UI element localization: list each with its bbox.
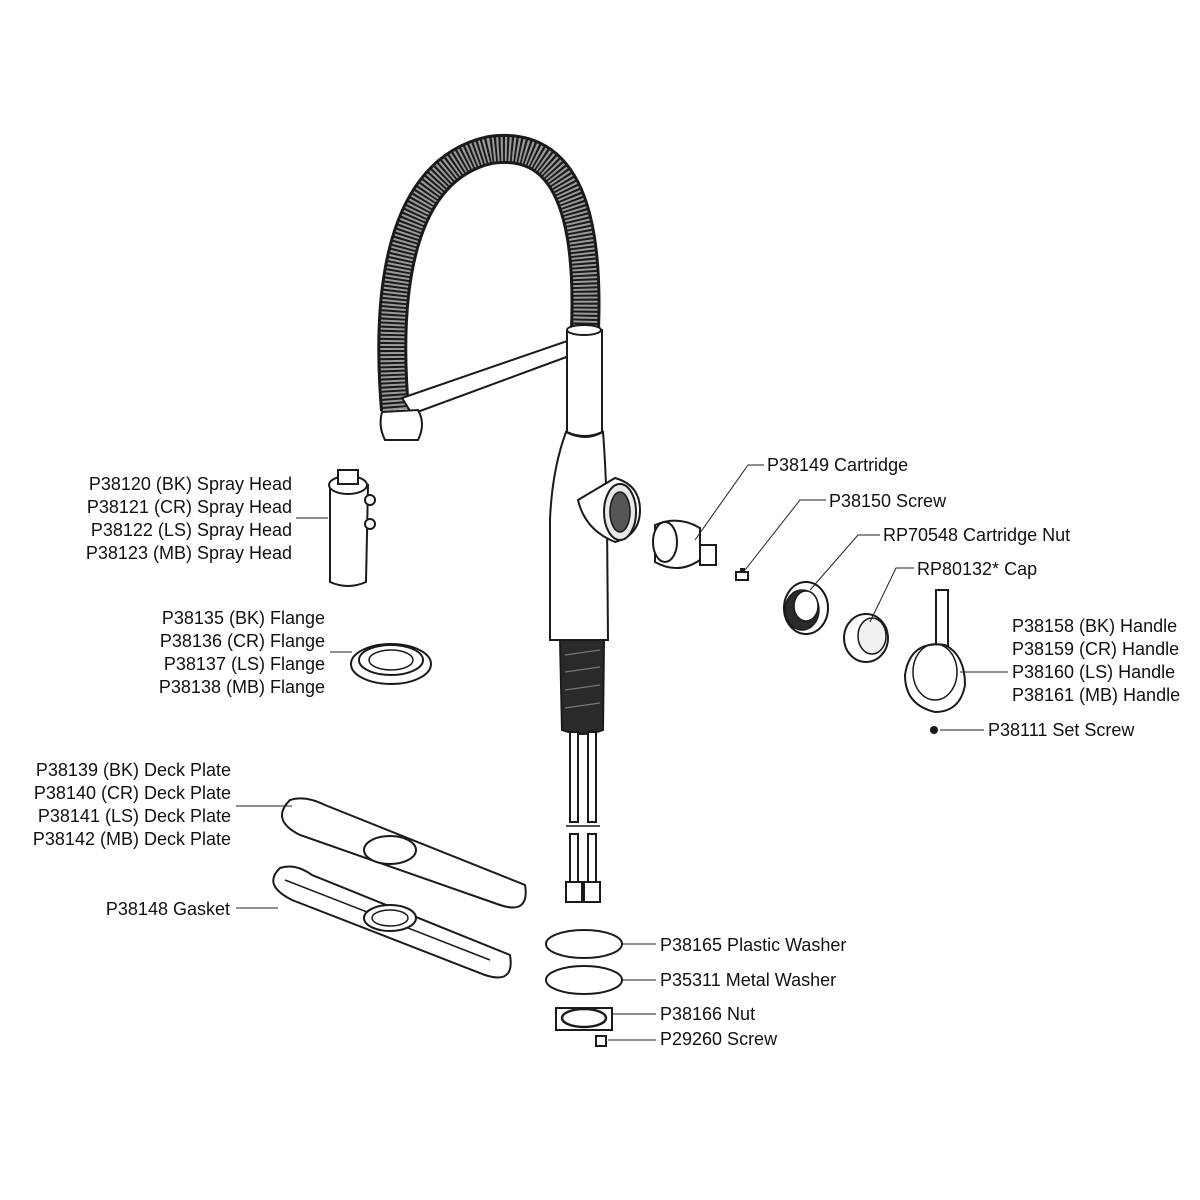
cartridge-nut-part: [783, 581, 829, 635]
main-body: [549, 430, 610, 641]
metal-washer-part: [545, 965, 623, 995]
set-screw-part: [930, 726, 938, 734]
screw-150-part: [735, 568, 749, 581]
leader-lines: [236, 464, 1008, 1041]
nut-part: [555, 1007, 613, 1031]
gasket-part: [272, 865, 512, 979]
label-handle-cr: P38159 (CR) Handle: [1012, 639, 1179, 659]
label-flange-bk: P38135 (BK) Flange: [162, 608, 325, 628]
label-deck-plate-mb: P38142 (MB) Deck Plate: [33, 829, 231, 849]
supply-line-left: [569, 731, 579, 823]
label-nut: P38166 Nut: [660, 1004, 755, 1024]
label-flange-mb: P38138 (MB) Flange: [159, 677, 325, 697]
label-metal-washer: P35311 Metal Washer: [660, 970, 836, 990]
label-deck-plate-cr: P38140 (CR) Deck Plate: [34, 783, 231, 803]
label-spray-head-mb: P38123 (MB) Spray Head: [86, 543, 292, 563]
supply-line-right: [587, 731, 597, 823]
label-flange-ls: P38137 (LS) Flange: [164, 654, 325, 674]
label-spray-head-cr: P38121 (CR) Spray Head: [87, 497, 292, 517]
plastic-washer-part: [545, 929, 623, 959]
label-set-screw: P38111 Set Screw: [988, 720, 1135, 740]
supply-fitting-right: [583, 881, 601, 903]
label-cartridge-nut: RP70548 Cartridge Nut: [883, 525, 1070, 545]
label-deck-plate-ls: P38141 (LS) Deck Plate: [38, 806, 231, 826]
label-spray-head-bk: P38120 (BK) Spray Head: [89, 474, 292, 494]
label-handle-mb: P38161 (MB) Handle: [1012, 685, 1180, 705]
label-cap: RP80132* Cap: [917, 559, 1037, 579]
label-spray-head-ls: P38122 (LS) Spray Head: [91, 520, 292, 540]
label-flange-cr: P38136 (CR) Flange: [160, 631, 325, 651]
spray-arm: [400, 338, 582, 416]
label-deck-plate-bk: P38139 (BK) Deck Plate: [36, 760, 231, 780]
label-cartridge: P38149 Cartridge: [767, 455, 908, 475]
supply-fitting-left: [565, 881, 583, 903]
upper-column: [566, 329, 603, 437]
faucet-body-drawing: [377, 133, 642, 903]
label-gasket: P38148 Gasket: [106, 899, 230, 919]
label-screw-150: P38150 Screw: [829, 491, 947, 511]
deck-plate-part: [281, 797, 527, 909]
cartridge-part: [652, 519, 717, 569]
label-screw-260: P29260 Screw: [660, 1029, 778, 1049]
cap-part: [843, 613, 889, 663]
spray-head-nozzle: [379, 408, 423, 441]
screw-260-part: [595, 1035, 607, 1047]
handle-part: [903, 589, 967, 714]
label-handle-bk: P38158 (BK) Handle: [1012, 616, 1177, 636]
label-plastic-washer: P38165 Plastic Washer: [660, 935, 846, 955]
spray-head-part: [328, 469, 376, 587]
flange-part: [350, 643, 432, 685]
label-handle-ls: P38160 (LS) Handle: [1012, 662, 1175, 682]
